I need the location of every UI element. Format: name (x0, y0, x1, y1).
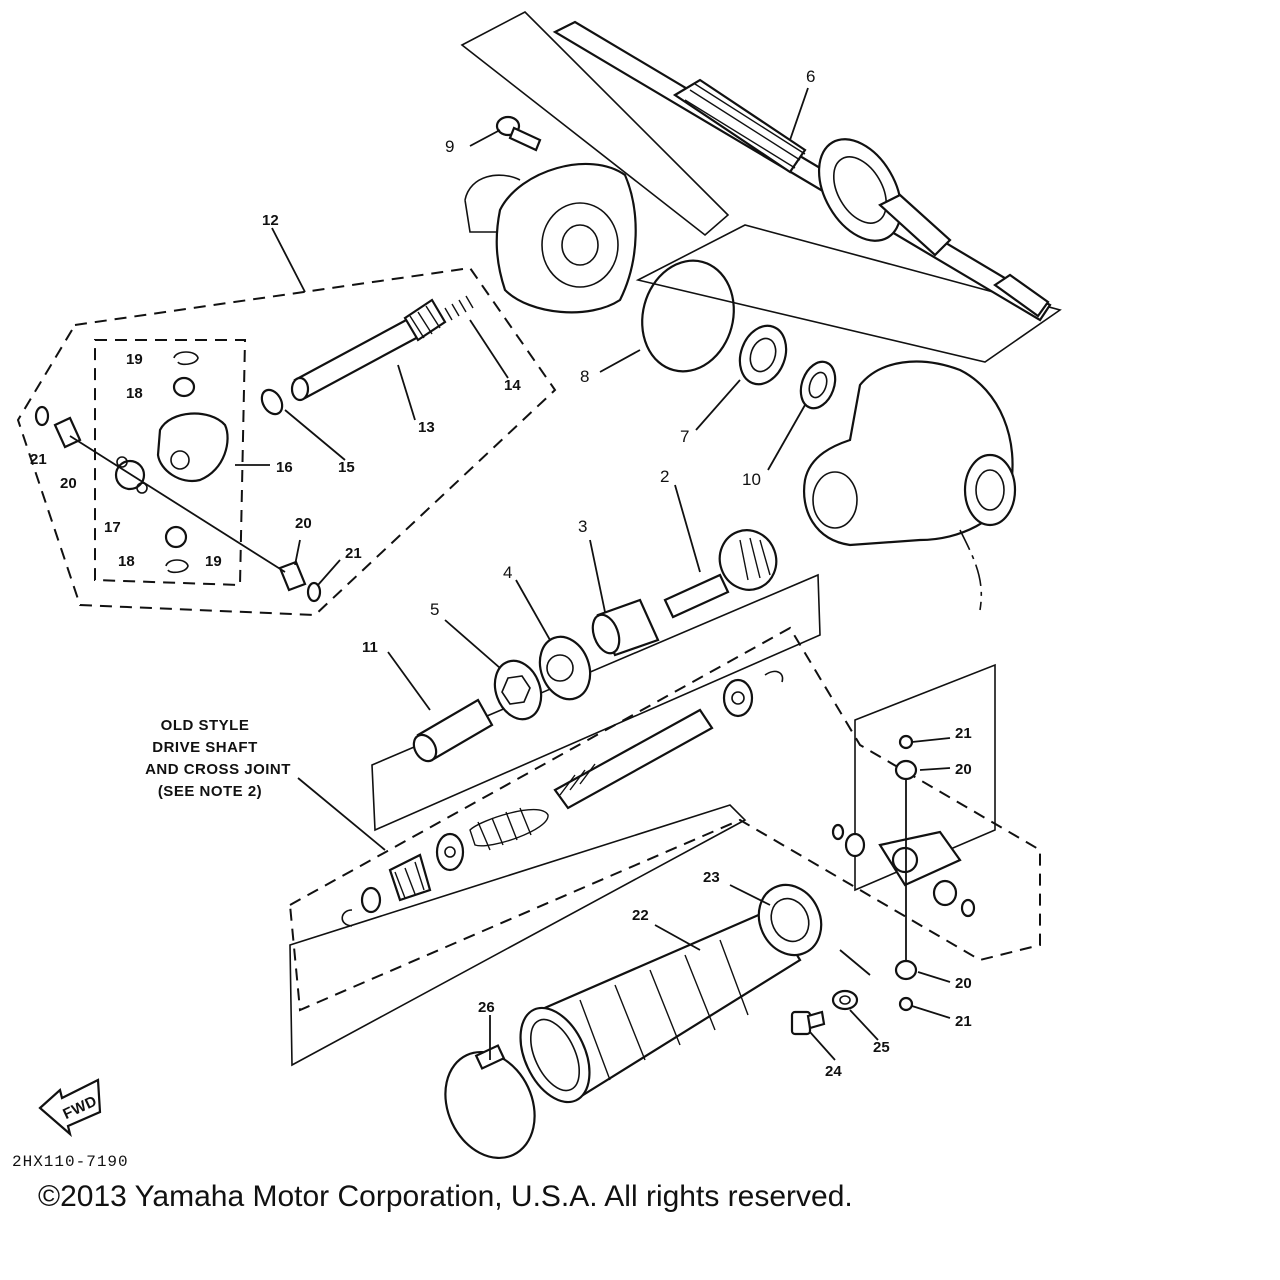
axle-housing-flange (464, 162, 637, 314)
label-part-7: 7 (680, 427, 689, 446)
boot-22 (519, 908, 802, 1104)
label-part-6: 6 (806, 67, 815, 86)
nut-5 (493, 659, 543, 721)
circlip-21a (34, 405, 50, 427)
group-12-outline (16, 266, 557, 617)
label-part-13: 13 (418, 419, 435, 436)
rear-axle-shaft (552, 20, 1052, 322)
bearing-cap-18a (172, 376, 196, 398)
yoke-16 (156, 412, 229, 483)
circlip-21b (306, 581, 322, 603)
label-part-20a: 20 (60, 475, 77, 492)
washer-25 (831, 989, 859, 1011)
label-part-4: 4 (503, 563, 512, 582)
label-part-23: 23 (703, 869, 720, 886)
bearing-4 (538, 635, 592, 701)
note-line-3: AND CROSS JOINT (145, 761, 291, 778)
pinion-gear-2 (663, 529, 778, 619)
label-part-2: 2 (660, 467, 669, 486)
cross-joint-lower (831, 734, 976, 1012)
label-part-12: 12 (262, 212, 279, 229)
group-16-outline (94, 339, 247, 587)
bearing-cap-20b (278, 560, 307, 592)
cross-axis-line (69, 435, 286, 573)
diagram-code: 2HX110-7190 (12, 1153, 129, 1171)
final-gear-case (803, 360, 1017, 611)
label-part-10: 10 (742, 470, 761, 489)
note-line-1: OLD STYLE (161, 717, 250, 734)
label-part-20d: 20 (955, 975, 972, 992)
axle-group-outline (460, 11, 730, 237)
note-line-2: DRIVE SHAFT (152, 739, 258, 756)
label-part-24: 24 (825, 1063, 842, 1080)
label-part-21c: 21 (955, 725, 972, 742)
label-part-18a: 18 (126, 385, 143, 402)
drive-shaft-group-outline (288, 626, 1041, 1012)
oil-seal-10 (799, 360, 837, 410)
bearing-cap-18b (164, 525, 188, 549)
bearing-7 (738, 324, 788, 386)
label-part-16: 16 (276, 459, 293, 476)
label-part-21b: 21 (345, 545, 362, 562)
label-part-19a: 19 (126, 351, 143, 368)
circlip-19a (173, 351, 199, 366)
old-style-note: OLD STYLE DRIVE SHAFT AND CROSS JOINT (S… (145, 717, 291, 800)
leader-lines (235, 87, 951, 1061)
o-ring-8 (641, 259, 735, 373)
label-part-22: 22 (632, 907, 649, 924)
label-part-8: 8 (580, 367, 589, 386)
label-part-15: 15 (338, 459, 355, 476)
note-line-4: (SEE NOTE 2) (158, 783, 262, 800)
new-shaft-outline (289, 804, 747, 1067)
label-part-19b: 19 (205, 553, 222, 570)
bearing-cap-20a (53, 416, 82, 449)
label-part-21d: 21 (955, 1013, 972, 1030)
fwd-arrow: FWD (38, 1078, 102, 1138)
spring-14 (444, 295, 474, 321)
coupling-11 (412, 698, 494, 763)
drive-shaft-13 (290, 298, 447, 402)
label-part-18b: 18 (118, 553, 135, 570)
label-part-26: 26 (478, 999, 495, 1016)
part-labels: 6 9 8 7 10 2 3 4 5 11 12 13 14 15 16 17 … (30, 67, 972, 1080)
bolt-9 (495, 115, 542, 152)
boot-holder-23 (757, 883, 823, 957)
label-part-25: 25 (873, 1039, 890, 1056)
collar-3 (591, 598, 660, 657)
label-part-21a: 21 (30, 451, 47, 468)
label-part-9: 9 (445, 137, 454, 156)
old-style-shaft-outline (371, 573, 821, 832)
label-part-11: 11 (362, 639, 378, 656)
washer-15 (260, 388, 284, 416)
label-part-3: 3 (578, 517, 587, 536)
copyright-notice: ©2013 Yamaha Motor Corporation, U.S.A. A… (38, 1180, 853, 1213)
label-part-14: 14 (504, 377, 521, 394)
label-part-20b: 20 (295, 515, 312, 532)
label-part-5: 5 (430, 600, 439, 619)
axle-group-outline-right (635, 224, 1062, 363)
bolt-24 (790, 1010, 826, 1036)
label-part-20c: 20 (955, 761, 972, 778)
old-style-drive-shaft (341, 670, 784, 927)
label-part-17: 17 (104, 519, 121, 536)
circlip-19b (165, 559, 189, 574)
